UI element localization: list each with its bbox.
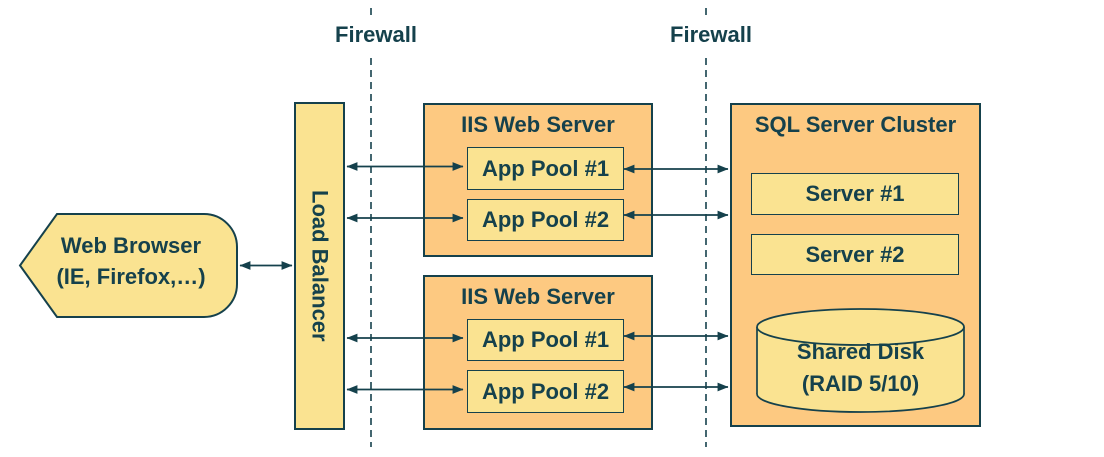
sql-server-1-node: Server #1 (751, 173, 959, 215)
firewall-label-right: Firewall (646, 22, 776, 48)
app-pool-label: App Pool #2 (481, 207, 610, 232)
sql-server-label: Server #1 (805, 181, 905, 206)
sql-server-2-node: Server #2 (751, 234, 959, 275)
iis-web-server-2-title: IIS Web Server (461, 284, 615, 309)
iis-web-server-box-1: IIS Web Server App Pool #1 App Pool #2 (423, 103, 653, 257)
app-pool-label: App Pool #2 (481, 378, 610, 404)
shared-disk-label-line2: (RAID 5/10) (801, 371, 920, 396)
sql-server-label: Server #2 (805, 241, 905, 267)
app-pool-2-server-2: App Pool #2 (467, 370, 624, 413)
shared-disk-label-line1: Shared Disk (796, 339, 925, 364)
load-balancer-label: Load Balancer (307, 190, 333, 342)
firewall-label-left: Firewall (311, 22, 441, 48)
iis-web-server-1-title: IIS Web Server (461, 112, 615, 137)
app-pool-label: App Pool #1 (481, 327, 610, 352)
web-browser-label-line1: Web Browser (60, 233, 202, 258)
app-pool-label: App Pool #1 (481, 155, 610, 181)
web-browser-label-line2: (IE, Firefox,…) (56, 264, 206, 289)
firewall-label-left-text: Firewall (335, 22, 417, 47)
shared-disk-label: Shared Disk (RAID 5/10) (757, 336, 964, 400)
app-pool-1-server-2: App Pool #1 (467, 319, 624, 361)
web-browser-label: Web Browser (IE, Firefox,…) (36, 230, 226, 292)
iis-web-server-box-2: IIS Web Server App Pool #1 App Pool #2 (423, 275, 653, 430)
load-balancer-node: Load Balancer (294, 102, 345, 430)
firewall-label-right-text: Firewall (670, 22, 752, 47)
sql-cluster-title: SQL Server Cluster (754, 112, 957, 137)
app-pool-1-server-1: App Pool #1 (467, 147, 624, 190)
app-pool-2-server-1: App Pool #2 (467, 199, 624, 241)
